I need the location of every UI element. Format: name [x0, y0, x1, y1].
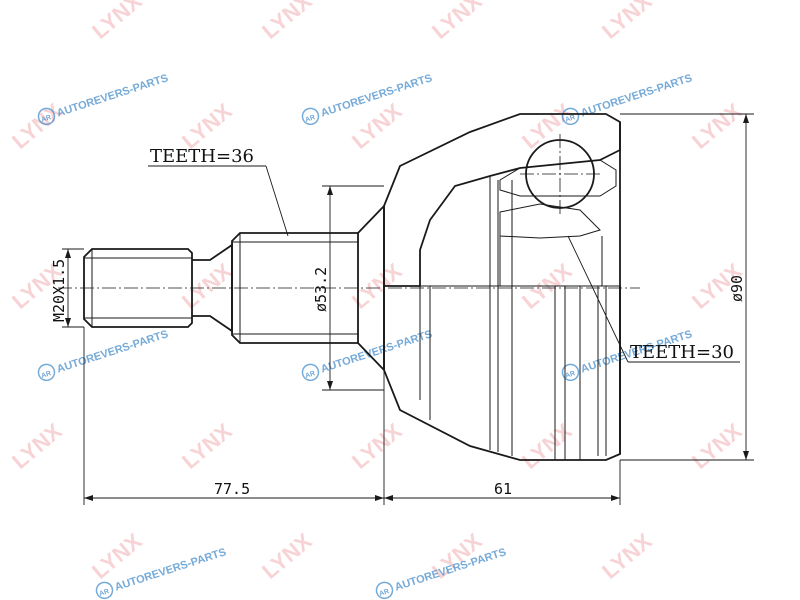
shaft-length-label: 77.5: [214, 480, 250, 498]
teeth-shaft-label: TEETH=36: [150, 146, 254, 167]
ar-logo-icon: [301, 107, 320, 126]
outer-diameter-label: ø90: [728, 275, 746, 302]
lynx-watermark: LYNX: [687, 98, 747, 154]
housing: [383, 113, 621, 461]
svg-text:AR: AR: [40, 114, 52, 124]
lynx-watermark: LYNX: [347, 418, 407, 474]
watermark-layer: LYNX LYNX LYNX LYNX LYNX LYNX LYNX LYNX LYNX LYNX…: [7, 0, 747, 600]
ar-logo-icon: [37, 107, 56, 126]
thread-dimension: [62, 248, 84, 328]
svg-text:AUTOREVERS-PARTS: AUTOREVERS-PARTS: [319, 328, 433, 375]
ar-logo-icon: [301, 363, 320, 382]
lynx-watermark: LYNX: [427, 0, 487, 44]
svg-text:AR: AR: [564, 114, 576, 124]
ar-logo-icon: [95, 581, 114, 600]
teeth-inner-callout: [567, 235, 740, 363]
svg-text:AUTOREVERS-PARTS: AUTOREVERS-PARTS: [55, 328, 169, 375]
body-length-label: 61: [494, 480, 512, 498]
lynx-watermark: LYNX: [597, 0, 657, 44]
lynx-watermark: LYNX: [7, 418, 67, 474]
svg-text:AR: AR: [304, 114, 316, 124]
ar-logo-icon: [375, 581, 394, 600]
lynx-watermark: LYNX: [257, 528, 317, 584]
lynx-watermark: LYNX: [517, 98, 577, 154]
length-dimensions: [83, 327, 621, 505]
lynx-watermark: LYNX: [87, 0, 147, 44]
svg-text:AR: AR: [564, 370, 576, 380]
lynx-watermark: LYNX: [257, 0, 317, 44]
lynx-watermark: LYNX: [517, 418, 577, 474]
lynx-watermark: LYNX: [177, 418, 237, 474]
outer-diameter-dimension: [620, 113, 754, 461]
ar-logo-icon: [561, 363, 580, 382]
svg-text:AUTOREVERS-PARTS: AUTOREVERS-PARTS: [55, 72, 169, 119]
ball: [520, 134, 600, 214]
lynx-watermark: LYNX: [177, 258, 237, 314]
lynx-watermark: LYNX: [687, 418, 747, 474]
shaft-diameter-label: ø53.2: [312, 267, 330, 312]
ar-logo-icon: [37, 363, 56, 382]
svg-text:AR: AR: [378, 588, 390, 598]
thread-label: M20X1.5: [50, 259, 68, 322]
svg-text:AUTOREVERS-PARTS: AUTOREVERS-PARTS: [579, 72, 693, 119]
svg-text:AR: AR: [304, 370, 316, 380]
teeth-shaft-callout: [148, 165, 289, 237]
lynx-watermark: LYNX: [597, 528, 657, 584]
svg-text:AR: AR: [98, 588, 110, 598]
svg-text:AR: AR: [40, 370, 52, 380]
shaft-diameter-dimension: [322, 185, 384, 391]
teeth-inner-label: TEETH=30: [630, 342, 734, 363]
